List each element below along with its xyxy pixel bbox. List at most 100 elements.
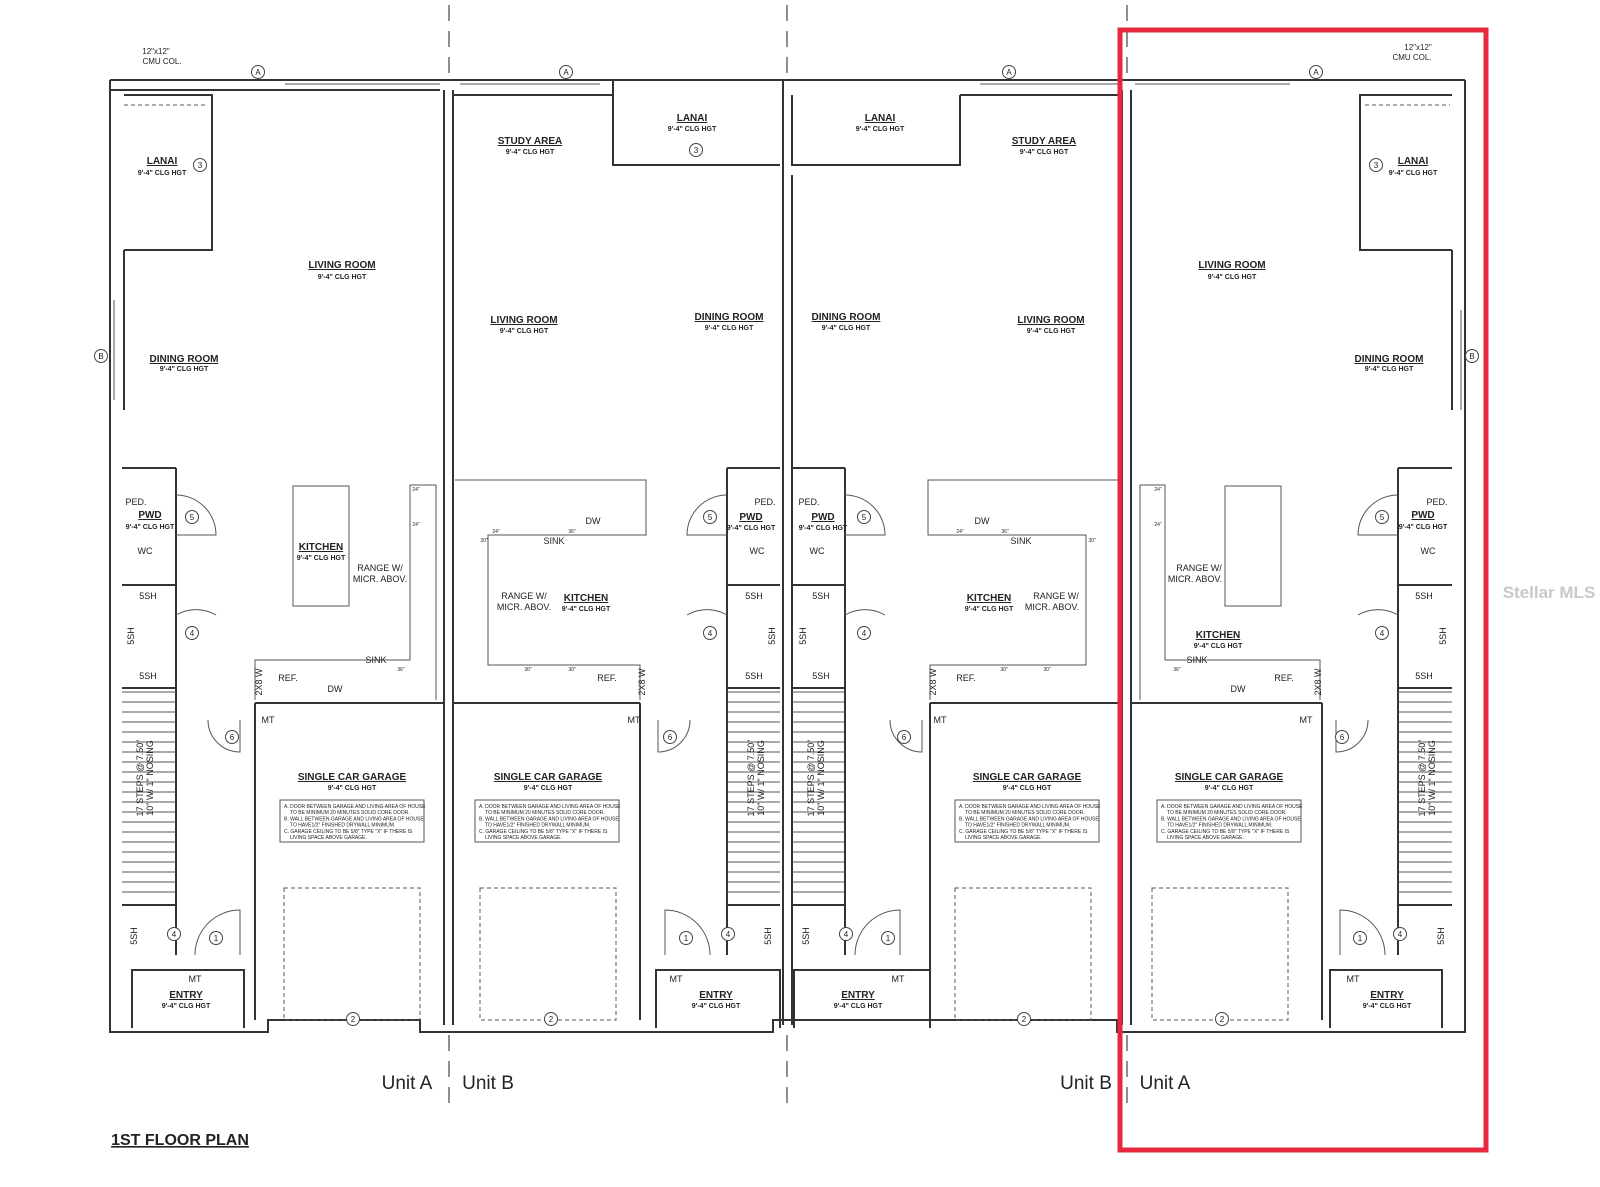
tag-label: 1 xyxy=(1358,934,1363,943)
mt-a-right: MT xyxy=(1300,715,1313,725)
room-garage-a-left: SINGLE CAR GARAGE xyxy=(298,772,407,783)
wc-b-right: WC xyxy=(810,546,825,556)
tag-circle xyxy=(1393,927,1407,941)
room-living-a-left: LIVING ROOM xyxy=(308,260,375,271)
garage-note-line: LIVING SPACE ABOVE GARAGE. xyxy=(485,835,562,841)
tag-circle xyxy=(663,730,677,744)
clg-entry-a-left: 9'-4" CLG HGT xyxy=(162,1003,211,1010)
shelf-b-left-2: 5SH xyxy=(745,671,763,681)
wall-a-right: 2X8 W xyxy=(1313,668,1323,696)
tag-label: 3 xyxy=(694,146,699,155)
garage-note-line: TO HAVE1/2" FINISHED DRYWALL MINIMUM. xyxy=(485,823,590,829)
tag-circle xyxy=(689,143,703,157)
tag-label: 1 xyxy=(684,934,689,943)
ped-b-left: PED. xyxy=(754,497,775,507)
shelf-b-left-v: 5SH xyxy=(767,627,777,645)
plan-title: 1ST FLOOR PLAN xyxy=(111,1132,249,1149)
shelf-b-right-2: 5SH xyxy=(812,671,830,681)
clg-dining-a-left: 9'-4" CLG HGT xyxy=(160,366,209,373)
room-kitchen-a-left: KITCHEN xyxy=(299,542,343,553)
clg-lanai-b-right: 9'-4" CLG HGT xyxy=(856,126,905,133)
room-pwd-a-right: PWD xyxy=(1411,510,1434,521)
shelf-a-left-2: 5SH xyxy=(139,671,157,681)
clg-garage-b-right: 9'-4" CLG HGT xyxy=(1003,785,1052,792)
dim-a-right-1: 24" xyxy=(1154,487,1162,493)
clg-kitchen-a-left: 9'-4" CLG HGT xyxy=(297,555,346,562)
garage-note-line: TO BE MINIMUM 20 MINUTES SOLID CORE DOOR… xyxy=(1167,810,1287,816)
column-callout-left-2: CMU COL. xyxy=(142,57,181,66)
clg-dining-a-right: 9'-4" CLG HGT xyxy=(1365,366,1414,373)
garage-note-line: A. DOOR BETWEEN GARAGE AND LIVING AREA O… xyxy=(1161,804,1303,810)
clg-entry-b-left: 9'-4" CLG HGT xyxy=(692,1003,741,1010)
room-pwd-b-left: PWD xyxy=(739,512,762,523)
clg-living-a-left: 9'-4" CLG HGT xyxy=(318,274,367,281)
dim-b-right-2: 36" xyxy=(1001,529,1009,535)
unit-a-highlight xyxy=(1117,27,1489,1153)
tag-label: 4 xyxy=(1398,930,1403,939)
wall-b-left: 2X8 W xyxy=(637,668,647,696)
mt-entry-b-left: MT xyxy=(670,974,683,984)
clg-pwd-a-right: 9'-4" CLG HGT xyxy=(1399,524,1448,531)
room-entry-b-left: ENTRY xyxy=(699,990,733,1001)
stairs-a-left-2: 10" W/ 1" NOSING xyxy=(145,740,155,815)
garage-note-line: A. DOOR BETWEEN GARAGE AND LIVING AREA O… xyxy=(479,804,621,810)
watermark: Stellar MLS xyxy=(1503,583,1596,602)
stairs-a-left-1: 17 STEPS @ 7.50" xyxy=(135,740,145,817)
room-dining-b-right: DINING ROOM xyxy=(812,312,881,323)
room-entry-a-right: ENTRY xyxy=(1370,990,1404,1001)
mt-entry-a-left: MT xyxy=(189,974,202,984)
sink-b-left: SINK xyxy=(543,536,564,546)
unit-label-b-right: Unit B xyxy=(1060,1073,1112,1094)
room-dining-a-left: DINING ROOM xyxy=(150,354,219,365)
room-kitchen-a-right: KITCHEN xyxy=(1196,630,1240,641)
clg-lanai-b-left: 9'-4" CLG HGT xyxy=(668,126,717,133)
clg-living-b-right: 9'-4" CLG HGT xyxy=(1027,328,1076,335)
clg-living-a-right: 9'-4" CLG HGT xyxy=(1208,274,1257,281)
dim-b-left-4: 30" xyxy=(524,667,532,673)
sink-a-right: SINK xyxy=(1186,655,1207,665)
garage-note-line: C. GARAGE CEILING TO BE 5/8" TYPE "X" IF… xyxy=(959,829,1088,835)
garage-note-line: LIVING SPACE ABOVE GARAGE. xyxy=(290,835,367,841)
garage-note-line: TO BE MINIMUM 20 MINUTES SOLID CORE DOOR… xyxy=(965,810,1085,816)
fixture-outlines xyxy=(113,83,1462,1021)
range-a-left-1: RANGE W/ xyxy=(357,563,403,573)
dim-a-right-3: 36" xyxy=(1173,667,1181,673)
ref-b-right: REF. xyxy=(956,673,976,683)
tag-label: B xyxy=(98,352,103,361)
garage-note-line: TO HAVE1/2" FINISHED DRYWALL MINIMUM. xyxy=(965,823,1070,829)
tag-label: A xyxy=(1313,68,1319,77)
tag-circle xyxy=(225,730,239,744)
tag-label: A xyxy=(1006,68,1012,77)
garage-note-line: B. WALL BETWEEN GARAGE AND LIVING AREA O… xyxy=(1161,816,1301,822)
tag-label: 4 xyxy=(862,629,867,638)
tag-circle xyxy=(251,65,265,79)
shelf-a-right-2: 5SH xyxy=(1415,671,1433,681)
range-a-right-1: RANGE W/ xyxy=(1176,563,1222,573)
tag-circle xyxy=(559,65,573,79)
dim-a-right-2: 24" xyxy=(1154,522,1162,528)
stairs-a-right-2: 10" W/ 1" NOSING xyxy=(1427,740,1437,815)
ref-a-right: REF. xyxy=(1274,673,1294,683)
range-b-right-1: RANGE W/ xyxy=(1033,591,1079,601)
garage-note-line: C. GARAGE CEILING TO BE 5/8" TYPE "X" IF… xyxy=(284,829,413,835)
mt-b-right: MT xyxy=(934,715,947,725)
clg-lanai-a-left: 9'-4" CLG HGT xyxy=(138,170,187,177)
stairs-b-left-1: 17 STEPS @ 7.50" xyxy=(746,740,756,817)
room-kitchen-b-right: KITCHEN xyxy=(967,593,1011,604)
tag-circle xyxy=(1335,730,1349,744)
tag-circle xyxy=(897,730,911,744)
range-a-left-2: MICR. ABOV. xyxy=(353,574,407,584)
tag-label: B xyxy=(1469,352,1474,361)
dim-a-left-2: 24" xyxy=(412,522,420,528)
clg-pwd-a-left: 9'-4" CLG HGT xyxy=(126,524,175,531)
shelf-a-left-1: 5SH xyxy=(139,591,157,601)
tag-label: 2 xyxy=(351,1015,356,1024)
tag-circle xyxy=(1215,1012,1229,1026)
tag-label: 2 xyxy=(549,1015,554,1024)
shelf-a-right-v: 5SH xyxy=(1438,627,1448,645)
tag-label: 4 xyxy=(726,930,731,939)
clg-pwd-b-left: 9'-4" CLG HGT xyxy=(727,525,776,532)
mt-a-left: MT xyxy=(262,715,275,725)
tag-circle xyxy=(94,349,108,363)
